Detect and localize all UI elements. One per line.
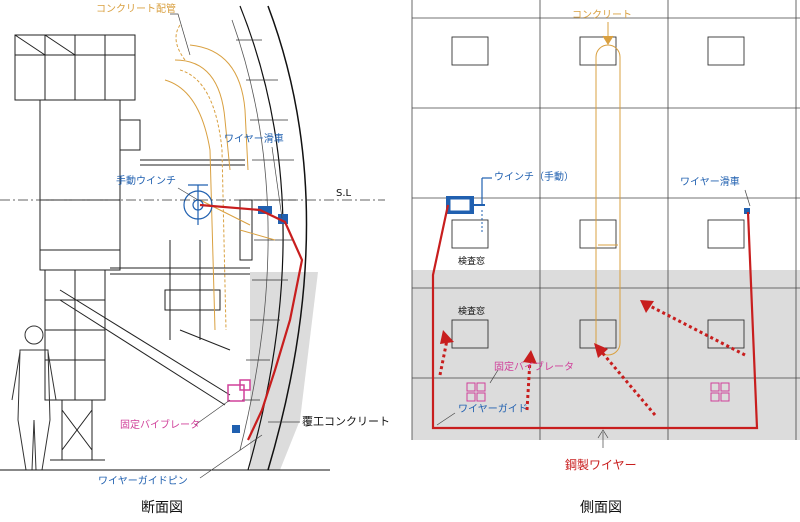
- steel-wire-side: [431, 204, 759, 430]
- side-winch-icon: [446, 177, 492, 232]
- worker-figure: [11, 325, 57, 471]
- caption-section: 断面図: [141, 500, 183, 516]
- label-inspection-window-1: 検査窓: [458, 257, 486, 267]
- side-view: [411, 0, 800, 448]
- fixed-vibrator-icon: [227, 379, 251, 402]
- wire-pulley-icon: [258, 206, 288, 224]
- label-sl: S.L: [336, 188, 352, 199]
- label-wire-pulley-left: ワイヤー滑車: [224, 134, 284, 145]
- side-fixed-vibrator-icon: [466, 382, 730, 402]
- label-fixed-vibrator-left: 固定バイブレータ: [120, 420, 200, 431]
- side-concrete-pipe: [595, 22, 621, 356]
- label-winch-manual: ウインチ（手動）: [494, 172, 574, 183]
- label-steel-wire: 鋼製ワイヤー: [565, 458, 637, 472]
- tunnel-lining-inner: [231, 19, 269, 451]
- label-manual-winch: 手動ウインチ: [116, 176, 176, 187]
- label-wire-guide: ワイヤーガイド: [458, 404, 528, 415]
- label-concrete: コンクリート: [572, 10, 632, 21]
- concrete-pipe-lines: [164, 24, 276, 331]
- label-concrete-pipe: コンクリート配管: [96, 4, 176, 15]
- caption-side: 側面図: [580, 500, 622, 516]
- label-wire-guide-pin: ワイヤーガイドピン: [98, 476, 188, 487]
- steel-wire-section: [199, 203, 304, 441]
- section-view: [0, 5, 385, 479]
- tunnel-outer-arc: [267, 5, 308, 471]
- wire-guide-pin-icon: [232, 425, 240, 433]
- label-lining-concrete: 覆工コンクリート: [302, 415, 390, 428]
- label-inspection-window-2: 検査窓: [458, 307, 486, 317]
- label-fixed-vibrator-right: 固定バイブレータ: [494, 362, 574, 373]
- section-gray-zone: [250, 272, 318, 470]
- label-wire-pulley-right: ワイヤー滑車: [680, 177, 740, 188]
- side-wire-pulley-icon: [744, 208, 750, 214]
- concrete-flow-arrows: [438, 303, 746, 416]
